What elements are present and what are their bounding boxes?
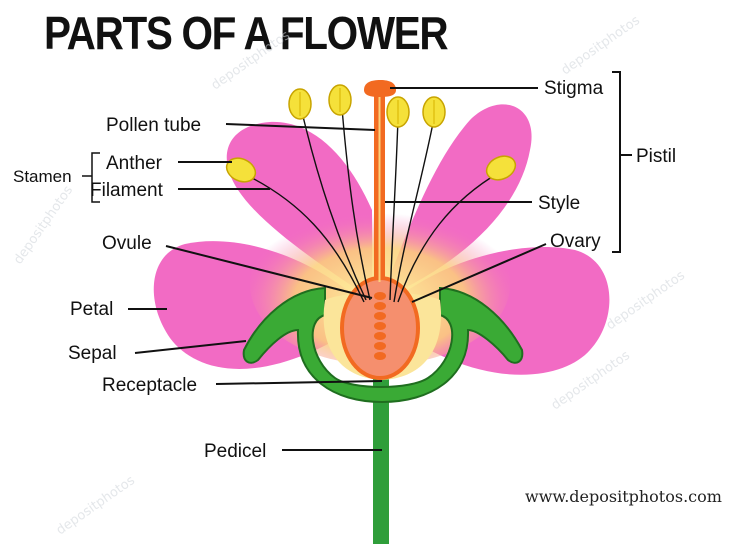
watermark-text: depositphotos	[209, 28, 293, 93]
ovule-dot	[374, 302, 386, 310]
label-pollen-tube: Pollen tube	[106, 115, 201, 136]
ovule-dot	[374, 342, 386, 350]
watermark-text: depositphotos	[559, 13, 643, 78]
ovule-dot	[374, 322, 386, 330]
label-receptacle: Receptacle	[102, 375, 197, 396]
label-pedicel: Pedicel	[204, 441, 266, 462]
watermark-text: depositphotos	[604, 268, 688, 333]
label-style: Style	[538, 193, 580, 214]
ovule-dot	[374, 312, 386, 320]
label-stigma: Stigma	[544, 78, 604, 99]
label-anther: Anther	[106, 153, 163, 174]
label-stamen: Stamen	[13, 167, 72, 186]
ovule-dot	[374, 292, 386, 300]
label-filament: Filament	[90, 180, 164, 201]
credit-text: www.depositphotos.com	[525, 487, 722, 506]
label-ovule: Ovule	[102, 233, 152, 254]
pistil-bracket	[612, 72, 632, 252]
ovule-dot	[374, 332, 386, 340]
ovule-dot	[374, 352, 386, 360]
leader-receptacle	[216, 381, 382, 384]
label-sepal: Sepal	[68, 343, 117, 364]
label-pistil: Pistil	[636, 146, 676, 167]
watermark-text: depositphotos	[54, 473, 138, 538]
watermark-text: depositphotos	[11, 183, 76, 267]
label-ovary: Ovary	[550, 231, 601, 252]
label-petal: Petal	[70, 299, 113, 320]
